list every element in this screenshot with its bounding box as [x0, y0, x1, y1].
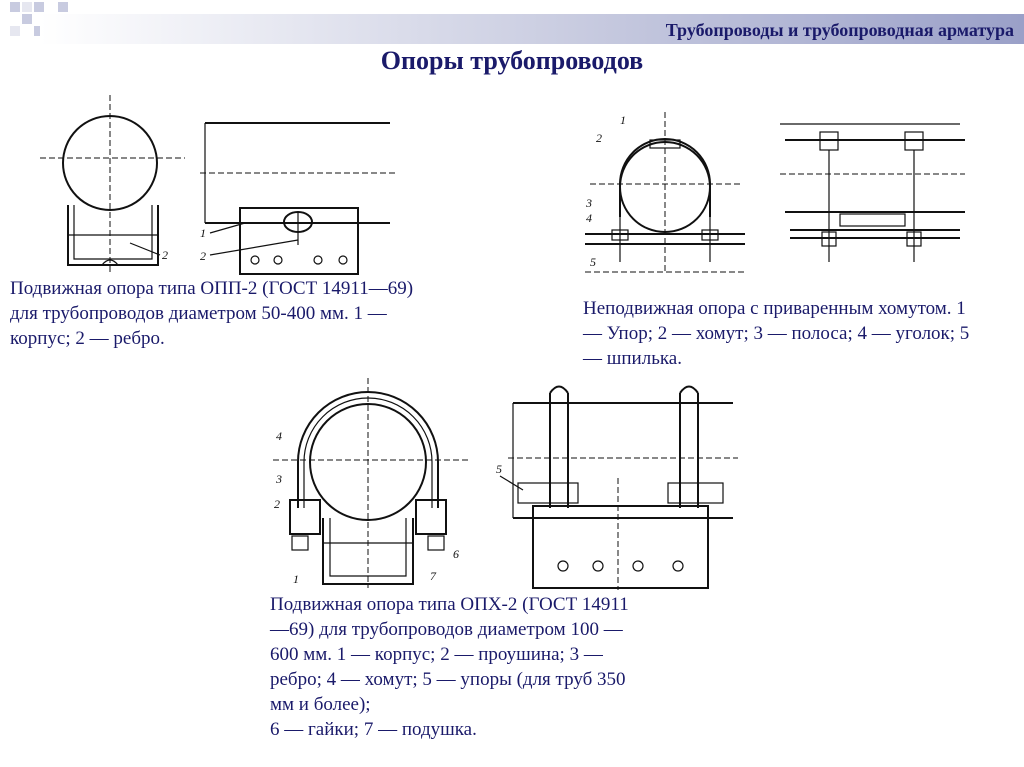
fig1-label-2: 2	[162, 248, 168, 262]
fig3-caption-line: ребро; 4 — хомут; 5 — упоры (для труб 35…	[270, 669, 626, 690]
fig3-label-6: 6	[453, 547, 459, 561]
fig3-caption-line: мм и более);	[270, 694, 371, 715]
slide-title: Опоры трубопроводов	[380, 46, 644, 75]
fig3-caption-line: 600 мм. 1 — корпус; 2 — проушина; 3 —	[270, 644, 603, 665]
fig3-label-1: 1	[293, 572, 299, 586]
figure-opp2: 2 1 2	[40, 95, 395, 275]
fig3-label-3: 3	[275, 472, 282, 486]
fig2-label-3: 3	[585, 196, 592, 210]
section-title: Трубопроводы и трубопроводная арматура	[665, 20, 1014, 40]
fig1-label-1: 1	[200, 226, 206, 240]
fig3-label-4: 4	[276, 429, 282, 443]
fig2-label-4: 4	[586, 211, 592, 225]
fig1-caption: Подвижная опора типа ОПП-2 (ГОСТ 14911—6…	[10, 278, 414, 349]
fig1-label-2b: 2	[200, 249, 206, 263]
fig3-caption: Подвижная опора типа ОПХ-2 (ГОСТ 14911 —…	[270, 592, 740, 742]
fig3-caption-line: 6 — гайки; 7 — подушка.	[270, 719, 477, 740]
fig3-label-7: 7	[430, 569, 437, 583]
fig3-label-5: 5	[496, 462, 502, 476]
figure-fixed-support: 1 2 3 4 5	[585, 112, 965, 273]
fig2-label-2: 2	[596, 131, 602, 145]
fig3-label-2: 2	[274, 497, 280, 511]
fig3-caption-line: Подвижная опора типа ОПХ-2 (ГОСТ 14911	[270, 594, 629, 615]
fig3-caption-line: —69) для трубопроводов диаметром 100 —	[270, 619, 623, 640]
fig2-label-5: 5	[590, 255, 596, 269]
fig2-label-1: 1	[620, 113, 626, 127]
fig2-caption: Неподвижная опора с приваренным хомутом.…	[583, 298, 970, 369]
figure-opx2: 4 3 2 1 6 7 5	[273, 378, 738, 590]
header-bar	[40, 14, 1024, 44]
